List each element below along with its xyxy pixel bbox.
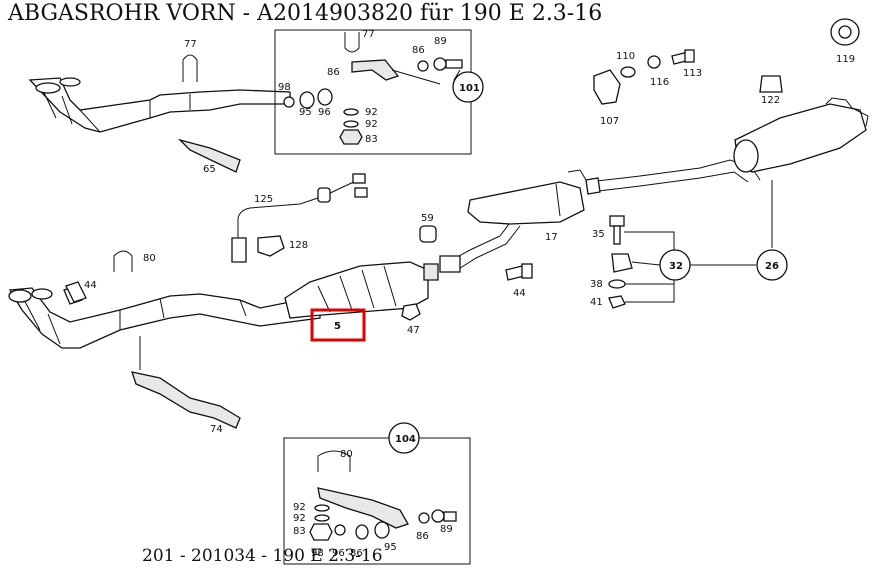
bolt-44-middle [505, 263, 533, 281]
label-part-41[interactable]: 41 [590, 297, 603, 308]
label-part-113[interactable]: 113 [683, 68, 702, 79]
u-bolt-80 [113, 250, 133, 272]
label-part-77[interactable]: 77 [184, 39, 197, 50]
detail-101-label-89[interactable]: 89 [434, 36, 447, 47]
detail-101-label-98[interactable]: 98 [278, 82, 291, 93]
clamp-assembly [608, 180, 788, 309]
label-part-26[interactable]: 26 [765, 261, 779, 272]
page-title: ABGASROHR VORN - A2014903820 für 190 E 2… [8, 1, 603, 26]
detail-104-label-92-b[interactable]: 92 [293, 513, 306, 524]
sensor-cable-125 [231, 173, 368, 263]
detail-104-label-96[interactable]: 96 [332, 548, 345, 559]
label-part-47[interactable]: 47 [407, 325, 420, 336]
rear-silencer [585, 97, 869, 195]
detail-104-label-86-left[interactable]: 86 [350, 548, 363, 559]
rubber-mount-59 [419, 225, 437, 243]
callout-104[interactable]: 104 [395, 434, 416, 445]
detail-101-label-86-mid[interactable]: 86 [327, 67, 340, 78]
label-part-128[interactable]: 128 [289, 240, 308, 251]
detail-104-label-98[interactable]: 98 [311, 548, 324, 559]
label-part-74[interactable]: 74 [210, 424, 223, 435]
bolt-44-left [65, 281, 87, 303]
front-manifold-pipes [8, 285, 321, 349]
callout-101[interactable]: 101 [459, 83, 480, 94]
bracket-74 [131, 336, 241, 429]
nut-47 [401, 303, 421, 321]
detail-101-label-77[interactable]: 77 [362, 29, 375, 40]
label-part-44-left[interactable]: 44 [84, 280, 97, 291]
label-part-38[interactable]: 38 [590, 279, 603, 290]
label-part-110[interactable]: 110 [616, 51, 635, 62]
label-part-59[interactable]: 59 [421, 213, 434, 224]
detail-104-label-86-right[interactable]: 86 [416, 531, 429, 542]
diagram-footer: 201 - 201034 - 190 E 2.3-16 [142, 546, 383, 566]
rubber-122 [759, 75, 783, 93]
detail-101-label-86-top[interactable]: 86 [412, 45, 425, 56]
hanger-parts-107-116 [593, 49, 695, 105]
detail-104-label-83[interactable]: 83 [293, 526, 306, 537]
detail-box-104 [283, 422, 471, 565]
label-part-5[interactable]: 5 [334, 321, 341, 332]
catalytic-converter-5 [284, 261, 439, 319]
middle-silencer-17 [439, 169, 587, 273]
detail-104-label-95[interactable]: 95 [384, 542, 397, 553]
label-part-17[interactable]: 17 [545, 232, 558, 243]
ring-119 [830, 18, 860, 46]
label-part-65[interactable]: 65 [203, 164, 216, 175]
label-part-119[interactable]: 119 [836, 54, 855, 65]
detail-104-label-80[interactable]: 80 [340, 449, 353, 460]
detail-104-label-92-a[interactable]: 92 [293, 502, 306, 513]
detail-101-label-92-a[interactable]: 92 [365, 107, 378, 118]
detail-101-label-83[interactable]: 83 [365, 134, 378, 145]
u-bolt-77 [182, 54, 198, 82]
label-part-107[interactable]: 107 [600, 116, 619, 127]
detail-101-label-96[interactable]: 96 [318, 107, 331, 118]
detail-101-label-95[interactable]: 95 [299, 107, 312, 118]
detail-101-label-92-b[interactable]: 92 [365, 119, 378, 130]
upper-manifold-pipe [28, 77, 291, 173]
label-part-44-middle[interactable]: 44 [513, 288, 526, 299]
label-part-116[interactable]: 116 [650, 77, 669, 88]
label-part-32[interactable]: 32 [669, 261, 683, 272]
detail-box-101 [274, 29, 484, 155]
label-part-125[interactable]: 125 [254, 194, 273, 205]
label-part-122[interactable]: 122 [761, 95, 780, 106]
highlight-box-part-5 [310, 308, 366, 342]
label-part-80[interactable]: 80 [143, 253, 156, 264]
label-part-35[interactable]: 35 [592, 229, 605, 240]
clip-128 [257, 235, 285, 257]
detail-104-label-89[interactable]: 89 [440, 524, 453, 535]
